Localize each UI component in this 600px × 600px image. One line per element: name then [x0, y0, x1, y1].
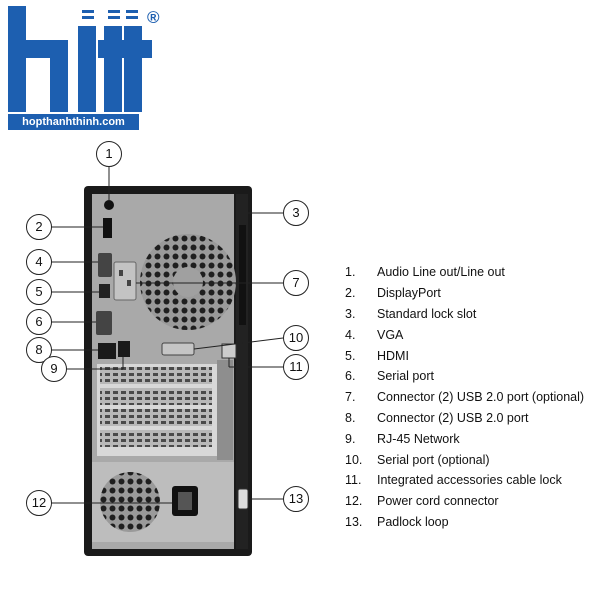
- callout-9: 9: [41, 356, 67, 382]
- legend-number: 8.: [345, 410, 356, 425]
- callout-5: 5: [26, 279, 52, 305]
- legend-item: 2. DisplayPort: [345, 283, 595, 304]
- legend-item: 3. Standard lock slot: [345, 304, 595, 325]
- serial-shape: [96, 311, 112, 335]
- legend-number: 4.: [345, 327, 356, 342]
- legend-label: RJ-45 Network: [377, 431, 460, 446]
- legend-number: 11.: [345, 473, 362, 488]
- legend-item: 10. Serial port (optional): [345, 449, 595, 470]
- legend-item: 6. Serial port: [345, 366, 595, 387]
- callout-12: 12: [26, 490, 52, 516]
- legend-item: 12. Power cord connector: [345, 491, 595, 512]
- legend-number: 13.: [345, 514, 363, 529]
- legend-label: Connector (2) USB 2.0 port: [377, 410, 529, 425]
- legend-item: 7. Connector (2) USB 2.0 port (optional): [345, 387, 595, 408]
- legend-label: DisplayPort: [377, 286, 441, 301]
- legend-label: Serial port: [377, 369, 434, 384]
- callout-3: 3: [283, 200, 309, 226]
- legend-item: 8. Connector (2) USB 2.0 port: [345, 408, 595, 429]
- legend-item: 13. Padlock loop: [345, 512, 595, 533]
- callout-4: 4: [26, 249, 52, 275]
- padlock-loop-shape: [237, 488, 249, 510]
- legend-number: 5.: [345, 348, 356, 363]
- usb-optional-shape: [113, 261, 137, 301]
- callout-7: 7: [283, 270, 309, 296]
- registered-mark: ®: [147, 8, 160, 27]
- callout-13: 13: [283, 486, 309, 512]
- legend-label: Standard lock slot: [377, 306, 477, 321]
- legend-label: Connector (2) USB 2.0 port (optional): [377, 390, 585, 405]
- legend-item: 11. Integrated accessories cable lock: [345, 470, 595, 491]
- legend-label: Power cord connector: [377, 494, 499, 509]
- legend-label: Serial port (optional): [377, 452, 490, 467]
- legend-number: 1.: [345, 265, 356, 280]
- legend-item: 5. HDMI: [345, 345, 595, 366]
- usb-shape: [98, 343, 116, 359]
- cable-lock-shape: [221, 343, 237, 359]
- serial-optional-shape: [161, 342, 195, 356]
- callout-2: 2: [26, 214, 52, 240]
- callout-1: 1: [96, 141, 122, 167]
- callout-10: 10: [283, 325, 309, 351]
- legend-label: Padlock loop: [377, 514, 449, 529]
- legend-item: 1. Audio Line out/Line out: [345, 262, 595, 283]
- legend-label: Integrated accessories cable lock: [377, 473, 562, 488]
- callout-6: 6: [26, 309, 52, 335]
- rj45-shape: [118, 341, 130, 357]
- legend-item: 4. VGA: [345, 324, 595, 345]
- legend-number: 10.: [345, 452, 363, 467]
- legend-number: 3.: [345, 306, 356, 321]
- legend-number: 6.: [345, 369, 356, 384]
- legend-label: Audio Line out/Line out: [377, 265, 505, 280]
- psu-fan: [100, 472, 160, 532]
- legend-number: 2.: [345, 286, 356, 301]
- legend-label: HDMI: [377, 348, 409, 363]
- vga-shape: [98, 253, 112, 277]
- hdmi-shape: [99, 284, 110, 298]
- logo-url-text: hopthanhthinh.com: [8, 114, 139, 130]
- legend-number: 12.: [345, 494, 363, 509]
- port-legend: 1.Audio Line out/Line out 2.DisplayPort …: [345, 262, 595, 532]
- legend-label: VGA: [377, 327, 404, 342]
- displayport-shape: [103, 218, 112, 238]
- legend-number: 7.: [345, 390, 356, 405]
- audio-port-shape: [104, 200, 114, 210]
- callout-11: 11: [283, 354, 309, 380]
- legend-number: 9.: [345, 431, 356, 446]
- brand-logo: ® hopthanhthinh.com: [6, 6, 166, 132]
- legend-item: 9. RJ-45 Network: [345, 428, 595, 449]
